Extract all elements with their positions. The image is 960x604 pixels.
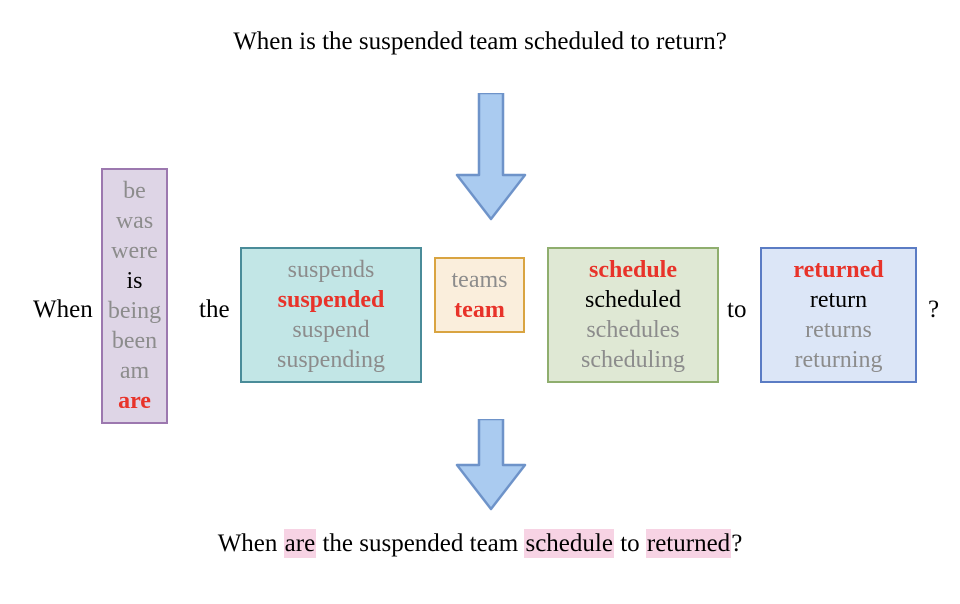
down-arrow-bottom-icon	[455, 417, 527, 511]
candidate-word-selected[interactable]: scheduled	[585, 287, 681, 313]
down-arrow-top	[455, 91, 527, 226]
candidate-word[interactable]: suspends	[287, 257, 375, 283]
candidate-word[interactable]: teams	[451, 267, 508, 293]
candidate-box-team[interactable]: teams team	[434, 257, 525, 333]
candidate-word[interactable]: suspend	[292, 317, 370, 343]
output-text-4: to	[613, 530, 646, 557]
candidate-word[interactable]: schedules	[586, 317, 680, 343]
candidate-word-selected[interactable]: return	[809, 287, 868, 313]
candidate-word[interactable]: suspending	[277, 347, 385, 373]
candidate-word[interactable]: scheduling	[581, 347, 685, 373]
output-text-2: the suspended team	[316, 530, 525, 557]
candidate-word-gold[interactable]: schedule	[588, 257, 677, 283]
candidate-box-return[interactable]: returned return returns returning	[760, 247, 917, 383]
source-sentence: When is the suspended team scheduled to …	[233, 28, 727, 55]
candidate-word-gold[interactable]: team	[454, 297, 505, 323]
candidate-word-selected[interactable]: is	[126, 268, 143, 294]
down-arrow-bottom	[455, 417, 527, 516]
output-text-6: ?	[731, 530, 743, 557]
candidate-word[interactable]: being	[107, 298, 162, 324]
candidate-word[interactable]: returns	[805, 317, 872, 343]
candidate-word[interactable]: returning	[794, 347, 883, 373]
candidate-box-suspend[interactable]: suspends suspended suspend suspending	[240, 247, 422, 383]
output-text-0: When	[217, 530, 284, 557]
down-arrow-top-icon	[455, 91, 527, 221]
candidate-box-schedule[interactable]: schedule scheduled schedules scheduling	[547, 247, 719, 383]
candidate-word-gold[interactable]: returned	[793, 257, 884, 283]
candidate-word[interactable]: am	[119, 358, 150, 384]
highlighted-word-3: schedule	[524, 529, 614, 558]
candidate-box-be[interactable]: be was were is being been am are	[101, 168, 168, 424]
highlighted-word-5: returned	[645, 529, 732, 558]
candidate-word-gold[interactable]: suspended	[277, 287, 385, 313]
context-word-the: the	[199, 296, 230, 323]
context-word-question-mark: ?	[928, 296, 940, 323]
candidate-word[interactable]: was	[115, 208, 154, 234]
highlighted-word-1: are	[283, 529, 317, 558]
candidate-word[interactable]: were	[111, 238, 158, 264]
candidate-word-gold[interactable]: are	[118, 388, 151, 414]
output-sentence: When are the suspended team schedule to …	[0, 529, 960, 558]
context-word-to: to	[727, 296, 747, 323]
candidate-word[interactable]: been	[111, 328, 158, 354]
candidate-word[interactable]: be	[123, 178, 146, 204]
context-word-when: When	[33, 296, 93, 323]
